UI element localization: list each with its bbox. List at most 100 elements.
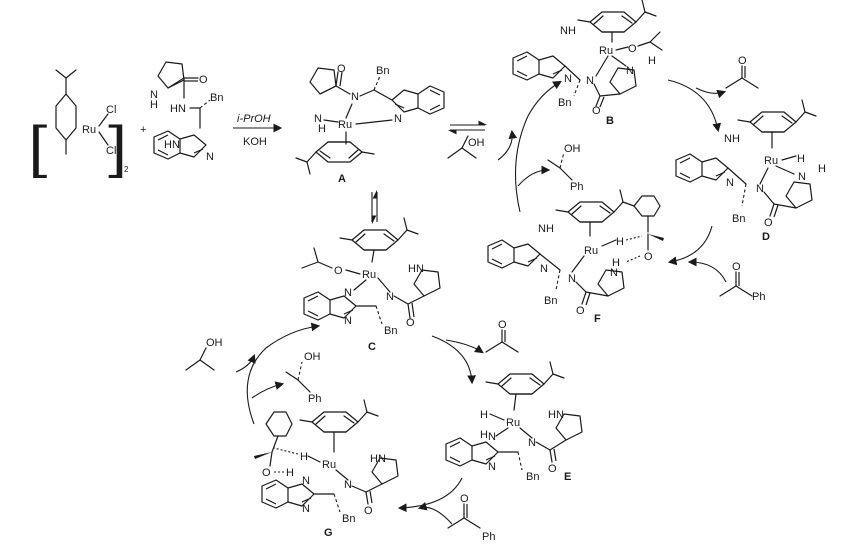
acetone-top: O (725, 55, 759, 89)
complex-g-amide-n: N (344, 479, 352, 491)
ligand-carbonyl-o: O (199, 74, 208, 86)
complex-a-carbonyl-o: O (337, 63, 346, 75)
complex-f-ru-h: H (616, 236, 624, 248)
complex-g-ru-h: H (300, 451, 308, 463)
complex-a-proline-n: N (314, 113, 322, 125)
complex-f-carbonyl-o: O (576, 305, 585, 317)
cymene-ring-precursor (55, 69, 77, 155)
complex-f-bn: Bn (544, 295, 557, 307)
phenylethanol-bottom-ph: Ph (308, 393, 321, 405)
right-bracket: ] (104, 115, 127, 185)
complex-d-carbonyl-o: O (764, 217, 773, 229)
ligand-imidazole-hn: HN (164, 139, 180, 151)
label-f: F (594, 313, 601, 325)
complex-g-imidazole-n: N (302, 475, 310, 487)
arrow-phenylethanol-release-bottom (251, 381, 285, 399)
precursor-cl-2: Cl (106, 145, 116, 157)
arrow-phenylethanol-release-top (517, 165, 551, 187)
complex-f-imidazole-n: N (540, 263, 548, 275)
complex-e-ru: Ru (506, 417, 520, 429)
complex-g-proline-hn: HN (370, 453, 386, 465)
complex-e-imidazole-n2: N (488, 461, 496, 473)
complex-g-imidazole-n2: N (302, 503, 310, 515)
complex-e-proline-hn: HN (548, 409, 564, 421)
acetone-top-o: O (738, 55, 747, 67)
ligand-proline-h: H (150, 99, 158, 111)
complex-d-h: H (797, 153, 805, 165)
acetophenone-bottom: O Ph (447, 493, 495, 543)
complex-g-carbonyl-o: O (364, 505, 373, 517)
arrow-e-to-g (397, 477, 463, 513)
arrow-acetophenone-entry-bottom (417, 501, 453, 525)
arrow-b-to-d (667, 79, 722, 133)
complex-e-imidazole-h: H (480, 429, 488, 441)
complex-b-ru: Ru (599, 45, 613, 57)
phenylethanol-bottom: OH Ph (285, 351, 321, 405)
complex-a-bn: Bn (376, 65, 389, 77)
equilibrium-a-b (447, 120, 488, 135)
complex-e-amide-n: N (528, 437, 536, 449)
complex-c-proline-hn: HN (408, 263, 424, 275)
complex-b-amide-n: N (586, 75, 594, 87)
complex-c-ru: Ru (362, 269, 376, 281)
complex-c-imidazole-n: N (344, 287, 352, 299)
complex-a-proline-h: H (318, 123, 326, 135)
complex-e-ru-h: H (480, 409, 488, 421)
complex-d-imidazole-n: N (726, 177, 734, 189)
complex-b-carbonyl-o: O (592, 105, 601, 117)
complex-a-imidazole-n: N (394, 113, 402, 125)
arrow-acetone-release-bottom (445, 339, 484, 354)
complex-e-imidazole-n: N (488, 431, 496, 443)
complex-d-amide-n: N (756, 183, 764, 195)
complex-f-n-h: H (612, 257, 620, 269)
complex-b-imidazole-nh: NH (560, 25, 576, 37)
dimer-subscript: 2 (124, 165, 129, 174)
label-g: G (324, 527, 333, 539)
complex-b: Ru O NH N Bn N O N H B (512, 0, 663, 127)
acetophenone-bottom-o: O (460, 493, 469, 505)
complex-d-imidazole-nh: NH (724, 133, 740, 145)
complex-f-amide-n: N (568, 273, 576, 285)
complex-d-ru: Ru (764, 155, 778, 167)
complex-b-imidazole-n: N (564, 73, 572, 85)
phenylethanol-top: OH Ph (547, 143, 583, 193)
complex-b-o: O (628, 43, 637, 55)
ligand-structure: N H O HN Bn HN N (150, 61, 223, 163)
acetone-bottom: O (485, 319, 519, 353)
ligand-bn: Bn (210, 92, 223, 104)
precursor-cl-1: Cl (106, 104, 116, 116)
label-a: A (338, 173, 346, 185)
arrow-isopropanol-entry-bottom (235, 353, 256, 373)
complex-f-ru: Ru (584, 245, 598, 257)
complex-b-proline-n: N (626, 65, 634, 77)
label-d: D (762, 231, 770, 243)
complex-e-bn: Bn (526, 471, 539, 483)
acetophenone-right: O Ph (719, 261, 765, 303)
isopropanol-bottom-oh: OH (206, 337, 223, 349)
complex-c-amide-n: N (386, 291, 394, 303)
ligand-proline-n: N (150, 89, 158, 101)
complex-d-proline-h: H (818, 163, 826, 175)
complex-e-carbonyl-o: O (548, 463, 557, 475)
isopropanol-top: OH (447, 135, 485, 159)
plus-sign: + (140, 124, 146, 136)
arrow-isopropanol-entry-top (497, 129, 518, 161)
isopropanol-top-oh: OH (468, 137, 485, 149)
complex-g-bn: Bn (342, 513, 355, 525)
complex-a: O N Bn N N H Ru A (295, 63, 445, 185)
complex-d: Ru H NH N Bn N O N H D (675, 99, 826, 243)
condition-solvent: i-PrOH (237, 113, 271, 125)
acetophenone-bottom-ph: Ph (482, 531, 495, 543)
ligand-imidazole-n: N (206, 151, 214, 163)
precursor-ru-label: Ru (82, 124, 96, 136)
complex-f-imidazole-nh: NH (538, 223, 554, 235)
complex-d-proline-n: N (798, 171, 806, 183)
complex-f: Ru H O H NH N Bn N O N F (487, 189, 664, 325)
phenylethanol-bottom-oh: OH (304, 351, 321, 363)
condition-base: KOH (243, 136, 267, 148)
arrow-f-to-b (514, 80, 562, 213)
complex-e: Ru H H N N Bn N O HN E (445, 361, 583, 483)
phenylethanol-top-oh: OH (564, 143, 581, 155)
label-e: E (564, 471, 571, 483)
